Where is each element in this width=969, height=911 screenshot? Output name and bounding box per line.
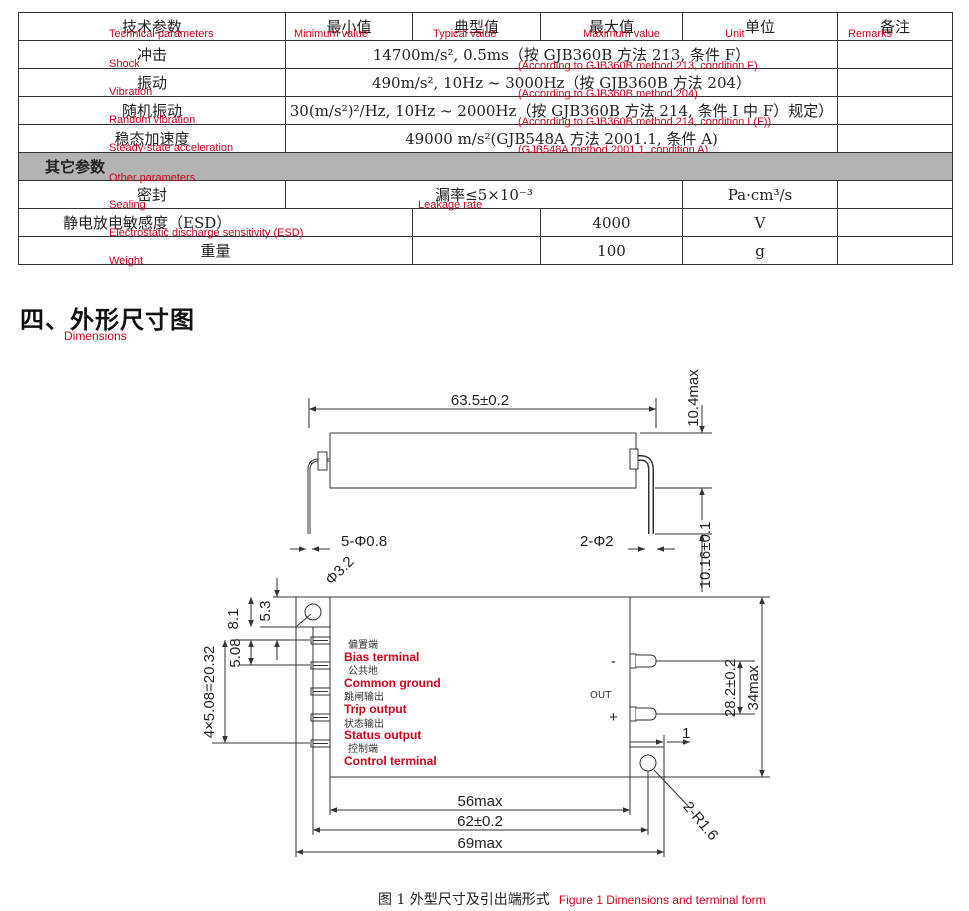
right-pins xyxy=(629,653,657,722)
caption-en: Figure 1 Dimensions and terminal form xyxy=(558,893,766,907)
minus-sign: - xyxy=(611,653,616,670)
dim-56max: 56max xyxy=(457,793,503,810)
table-row: 静电放电敏感度（ESD）Electrostatic discharge sens… xyxy=(18,208,953,239)
dim-pins-right: 2-Φ2 xyxy=(580,533,614,550)
dim-62: 62±0.2 xyxy=(457,813,503,830)
pin-label-zh: 控制端 xyxy=(348,742,378,755)
pin-label-zh: 偏置端 xyxy=(348,638,378,651)
section-heading: 四、外形尺寸图 xyxy=(20,305,195,334)
dim-pin-length: 10.16±0.1 xyxy=(697,522,714,589)
dim-1: 1 xyxy=(682,725,690,742)
pin-label-zh: 公共地 xyxy=(348,664,378,677)
dim-pins-left: 5-Φ0.8 xyxy=(341,533,387,550)
dim-28-2: 28.2±0.2 xyxy=(722,659,739,717)
pin-label-en: Status output xyxy=(344,728,421,742)
side-view-body xyxy=(329,432,637,489)
front-view-body xyxy=(329,596,631,778)
dim-5-08: 5.08 xyxy=(227,638,244,667)
dim-height-max: 10.4max xyxy=(685,369,702,427)
dim-69max: 69max xyxy=(457,835,503,852)
pin-label-en: Common ground xyxy=(344,676,441,690)
out-label: OUT xyxy=(590,690,612,701)
caption-zh: 图 1 外型尺寸及引出端形式 xyxy=(378,892,550,908)
dim-hole: Φ3.2 xyxy=(322,553,357,588)
dim-8-1: 8.1 xyxy=(225,609,242,630)
pin-label-zh: 状态输出 xyxy=(344,717,384,730)
section-heading-en: Dimensions xyxy=(64,329,127,343)
mount-tab-right xyxy=(629,746,665,778)
pin-label-zh: 跳闸输出 xyxy=(344,690,384,703)
plus-sign: + xyxy=(609,709,618,726)
mount-hole-left xyxy=(304,603,322,621)
figure-caption: 图 1 外型尺寸及引出端形式 Figure 1 Dimensions and t… xyxy=(378,889,766,909)
left-pins xyxy=(310,636,331,748)
dim-5-3: 5.3 xyxy=(257,601,274,622)
dim-20-32: 4×5.08=20.32 xyxy=(201,646,218,739)
dim-r1-6: 2-R1.6 xyxy=(679,798,721,843)
pin-label-en: Trip output xyxy=(344,702,407,716)
pin-label-en: Bias terminal xyxy=(344,650,419,664)
pin-label-en: Control terminal xyxy=(344,754,437,768)
dim-34max: 34max xyxy=(745,665,762,711)
dim-length-top: 63.5±0.2 xyxy=(451,392,509,409)
